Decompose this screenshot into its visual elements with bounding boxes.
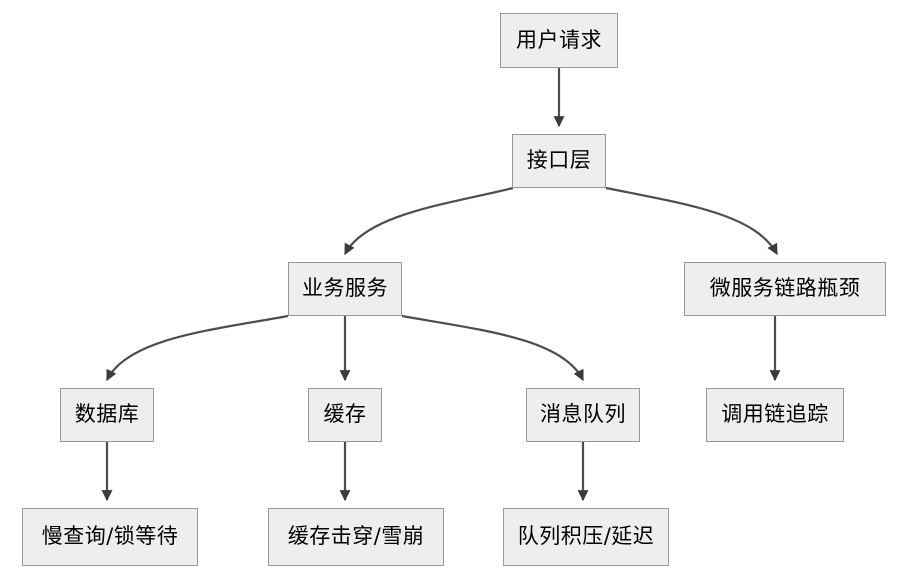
node-slow-query[interactable]: 慢查询/锁等待 bbox=[22, 508, 198, 566]
edge-biz-service-to-database bbox=[106, 314, 289, 381]
node-cache-failure[interactable]: 缓存击穿/雪崩 bbox=[268, 508, 444, 566]
node-message-queue[interactable]: 消息队列 bbox=[526, 388, 640, 442]
node-label-queue-backlog: 队列积压/延迟 bbox=[517, 524, 655, 548]
node-label-database: 数据库 bbox=[74, 402, 140, 426]
node-api-layer[interactable]: 接口层 bbox=[512, 134, 606, 188]
node-label-slow-query: 慢查询/锁等待 bbox=[41, 524, 179, 548]
node-label-trace: 调用链追踪 bbox=[721, 402, 829, 426]
node-label-cache: 缓存 bbox=[323, 402, 367, 426]
node-user-request[interactable]: 用户请求 bbox=[500, 13, 618, 68]
edge-api-layer-to-biz-service bbox=[344, 186, 514, 255]
edge-biz-service-to-mq bbox=[401, 314, 584, 381]
node-cache[interactable]: 缓存 bbox=[308, 388, 382, 442]
node-label-message-queue: 消息队列 bbox=[540, 402, 626, 426]
node-biz-service[interactable]: 业务服务 bbox=[288, 262, 402, 316]
node-microservice-bottleneck[interactable]: 微服务链路瓶颈 bbox=[684, 262, 886, 316]
node-label-cache-failure: 缓存击穿/雪崩 bbox=[287, 524, 425, 548]
node-queue-backlog[interactable]: 队列积压/延迟 bbox=[503, 508, 669, 566]
node-database[interactable]: 数据库 bbox=[60, 388, 154, 442]
node-label-user-request: 用户请求 bbox=[516, 27, 602, 52]
node-label-biz-service: 业务服务 bbox=[302, 276, 388, 300]
node-label-api-layer: 接口层 bbox=[526, 148, 592, 172]
edge-api-layer-to-msvc-bottleneck bbox=[605, 186, 778, 255]
node-label-microservice-bottleneck: 微服务链路瓶颈 bbox=[709, 276, 861, 300]
node-trace[interactable]: 调用链追踪 bbox=[706, 388, 844, 442]
